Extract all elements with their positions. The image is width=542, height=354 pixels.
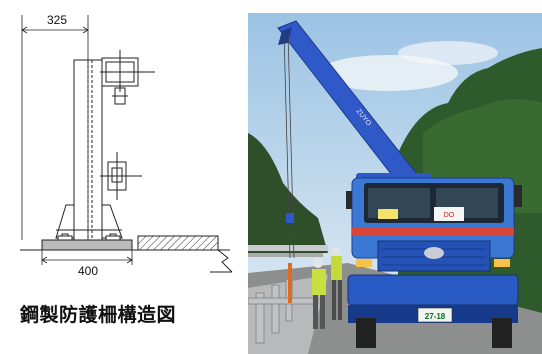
windshield-sign: DO — [444, 212, 455, 219]
dimension-325-label: 325 — [47, 13, 67, 27]
dimension-400-label: 400 — [78, 264, 98, 278]
crane-truck: DO 27-18 — [346, 173, 522, 348]
lower-bracket — [100, 152, 142, 200]
structure-drawing: 325 — [20, 13, 233, 278]
crane-truck-photo: ZUYO DO 27-18 — [248, 13, 542, 354]
ground-slab — [137, 235, 219, 251]
figure-caption: 鋼製防護柵構造図 — [20, 304, 177, 326]
base-gussets — [55, 204, 123, 239]
license-plate: 27-18 — [425, 312, 446, 321]
dimension-325 — [21, 15, 89, 240]
dimension-400 — [41, 250, 133, 265]
steel-post — [73, 59, 103, 241]
worker-2 — [331, 247, 342, 320]
base-plate — [41, 239, 133, 251]
upper-bracket — [100, 50, 155, 105]
worker-1 — [312, 258, 326, 329]
